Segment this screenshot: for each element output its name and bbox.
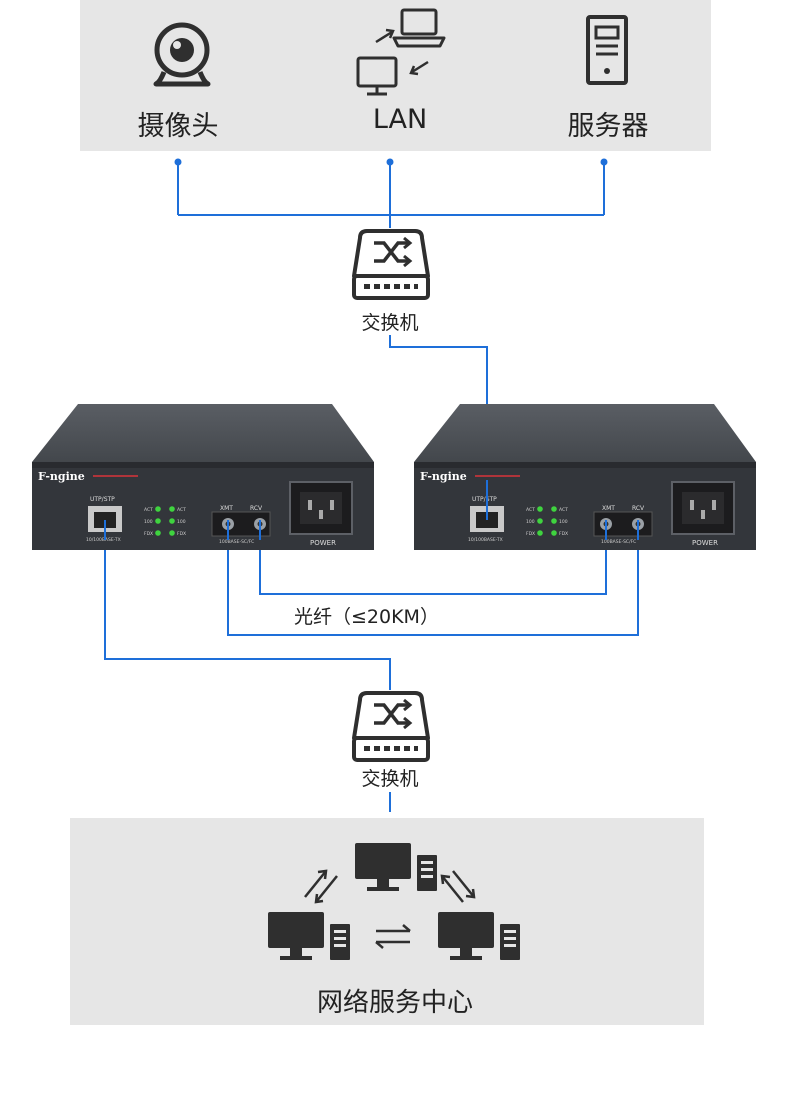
camera-link-dot: [174, 158, 182, 166]
svg-text:10/100BASE-TX: 10/100BASE-TX: [86, 537, 121, 543]
svg-text:UTP/STP: UTP/STP: [90, 496, 115, 503]
svg-text:ACT: ACT: [526, 507, 535, 513]
svg-text:POWER: POWER: [692, 539, 718, 547]
svg-text:RCV: RCV: [632, 505, 645, 512]
lan-label: LAN: [372, 104, 428, 135]
svg-text:FDX: FDX: [144, 531, 153, 537]
bottom-switch-label: 交换机: [361, 768, 419, 790]
camera-label: 摄像头: [137, 111, 219, 142]
server-label: 服务器: [567, 111, 649, 142]
server-icon: [586, 15, 628, 85]
svg-text:XMT: XMT: [602, 505, 615, 512]
computer-icon: [268, 912, 350, 960]
server-link-dot: [600, 158, 608, 166]
svg-text:POWER: POWER: [310, 539, 336, 547]
svg-text:ACT: ACT: [559, 507, 568, 513]
brand-text: F-ngine: [38, 470, 85, 483]
svg-text:100: 100: [559, 519, 568, 525]
computer-icon: [355, 843, 437, 891]
svg-text:XMT: XMT: [220, 505, 233, 512]
svg-text:FDX: FDX: [559, 531, 568, 537]
fiber-label: 光纤（≤20KM）: [294, 606, 439, 628]
svg-text:10/100BASE-TX: 10/100BASE-TX: [468, 537, 503, 543]
svg-text:100BASE-SC/FC: 100BASE-SC/FC: [219, 539, 254, 545]
fiber-rcv-xmt-link: [259, 528, 607, 595]
svg-text:100BASE-SC/FC: 100BASE-SC/FC: [601, 539, 636, 545]
svg-text:100: 100: [177, 519, 186, 525]
svg-text:F-ngine: F-ngine: [420, 470, 467, 483]
svg-text:RCV: RCV: [250, 505, 263, 512]
svg-text:100: 100: [144, 519, 153, 525]
media-converter-left: F-ngine UTP/STP 10/100BASE-TX ACT100FDX …: [32, 404, 374, 550]
exchange-arrows-icon: [304, 869, 476, 949]
fiber-xmt-rcv-link: [227, 528, 639, 636]
svg-text:UTP/STP: UTP/STP: [472, 496, 497, 503]
switch-icon: [352, 229, 430, 300]
top-switch-label: 交换机: [361, 312, 419, 334]
svg-text:ACT: ACT: [144, 507, 153, 513]
svg-text:ACT: ACT: [177, 507, 186, 513]
switch-icon: [352, 691, 430, 762]
lan-icon: [356, 8, 446, 96]
lan-link-dot: [386, 158, 394, 166]
network-center-label: 网络服务中心: [316, 988, 473, 1018]
camera-icon: [153, 22, 211, 87]
svg-text:FDX: FDX: [177, 531, 186, 537]
computer-icon: [438, 912, 520, 960]
svg-text:FDX: FDX: [526, 531, 535, 537]
converter-to-switch-link: [104, 528, 391, 690]
svg-text:100: 100: [526, 519, 535, 525]
